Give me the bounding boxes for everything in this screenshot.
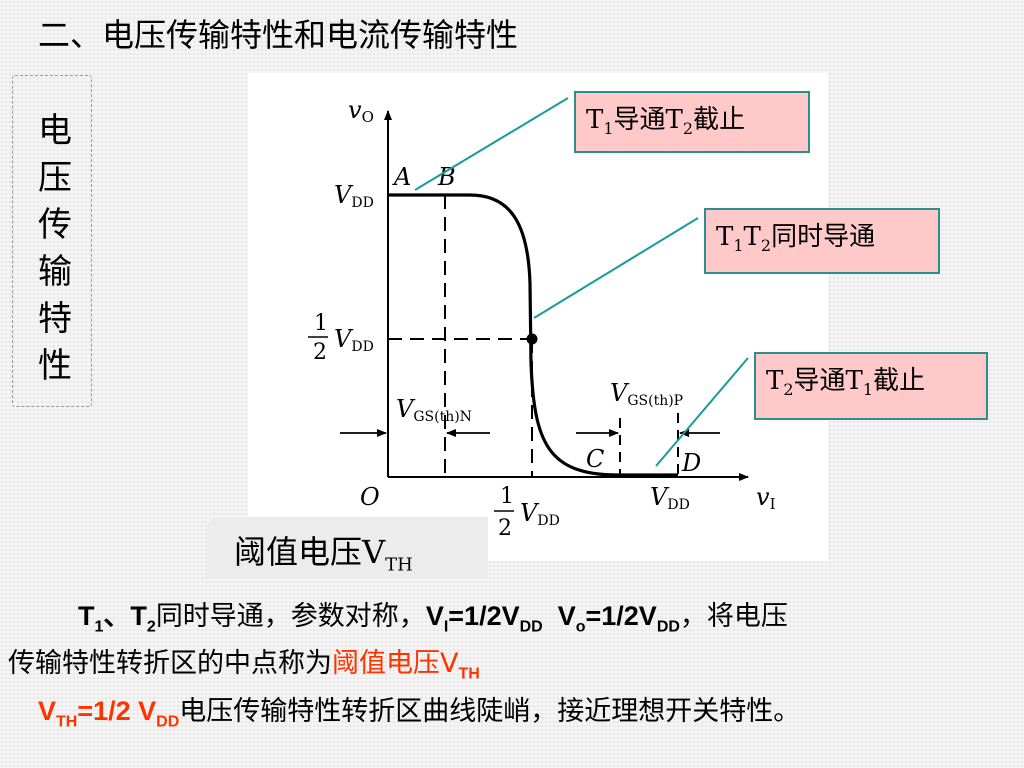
point-b-label: B: [437, 163, 456, 191]
explanation-paragraph: T1、T2同时导通，参数对称，VI=1/2VDD Vo=1/2VDD，将电压 传…: [8, 598, 1018, 740]
callout-text: T: [743, 222, 761, 252]
paragraph-subscript: DD: [519, 618, 543, 636]
callout-subscript: 1: [862, 380, 874, 400]
side-char: 压: [38, 158, 72, 198]
x-tick-half-vdd: VDD: [520, 499, 560, 529]
y-tick-half-num: 1: [314, 311, 328, 336]
y-tick-half-vdd: VDD: [334, 325, 374, 355]
point-d-label: D: [681, 449, 701, 477]
paragraph-highlight: 阈值电压V: [332, 648, 459, 680]
paragraph-text: V: [542, 601, 576, 631]
side-label: 电 压 传 输 特 性: [35, 108, 75, 390]
callout-text: 截止: [693, 105, 746, 135]
callout-text: T: [586, 105, 604, 135]
threshold-voltage-label: 阈值电压VTH: [206, 517, 488, 579]
x-tick-half-num: 1: [500, 484, 514, 509]
paragraph-subscript: 1: [94, 618, 104, 636]
paragraph-subscript: o: [575, 618, 586, 636]
callout-t2-on-t1-off: T2导通T1截止: [754, 352, 988, 420]
callout-both-on: T1T2同时导通: [704, 208, 940, 274]
paragraph-text: =1/2V: [448, 601, 520, 631]
paragraph-highlight-subscript: TH: [56, 713, 78, 731]
slide-title: 二、电压传输特性和电流传输特性: [38, 16, 519, 54]
paragraph-line-1: T1、T2同时导通，参数对称，VI=1/2VDD Vo=1/2VDD，将电压: [8, 598, 1018, 645]
callout-text: T: [766, 366, 784, 396]
threshold-text: 阈值电压V: [234, 533, 386, 571]
y-tick-vdd: VDD: [334, 181, 374, 211]
paragraph-highlight: V: [38, 695, 57, 726]
paragraph-text: 同时导通，参数对称，: [155, 601, 426, 632]
paragraph-text: =1/2V: [585, 601, 657, 631]
point-a-label: A: [392, 163, 411, 191]
y-axis-label: vO: [348, 96, 374, 126]
paragraph-text: ，将电压: [679, 601, 788, 632]
paragraph-highlight-subscript: DD: [156, 713, 180, 731]
side-char: 输: [38, 252, 72, 292]
callout-text: T: [716, 222, 734, 252]
x-tick-half-den: 2: [498, 516, 512, 541]
side-char: 性: [38, 346, 72, 386]
origin-label: O: [360, 483, 380, 511]
vth-p-label: VGS(th)P: [610, 379, 683, 409]
x-axis-label: vI: [756, 483, 776, 513]
threshold-subscript: TH: [385, 554, 413, 576]
x-tick-vdd: VDD: [650, 483, 690, 513]
y-tick-half-den: 2: [313, 340, 327, 365]
paragraph-line-3: VTH=1/2 VDD电压传输特性转折区曲线陡峭，接近理想开关特性。: [8, 693, 1018, 740]
transfer-curve: [388, 193, 678, 477]
vth-n-label: VGS(th)N: [396, 395, 472, 425]
callout-text: 同时导通: [771, 222, 876, 252]
callout-text: 导通T: [793, 366, 863, 396]
callout-text: 导通T: [613, 105, 683, 135]
paragraph-text: 传输特性转折区的中点称为: [8, 648, 332, 680]
side-char: 传: [38, 205, 72, 245]
paragraph-text: T: [78, 601, 95, 631]
paragraph-line-2: 传输特性转折区的中点称为阈值电压VTH: [8, 645, 1018, 692]
point-c-label: C: [586, 445, 604, 473]
paragraph-text: 、T: [103, 601, 147, 631]
side-label-frame: [12, 75, 92, 407]
paragraph-subscript: 2: [146, 618, 156, 636]
callout-subscript: 1: [733, 236, 744, 256]
paragraph-highlight: =1/2 V: [77, 695, 157, 726]
paragraph-subscript: DD: [656, 618, 680, 636]
side-char: 电: [38, 111, 72, 151]
paragraph-text: 电压传输特性转折区曲线陡峭，接近理想开关特性。: [179, 695, 801, 727]
paragraph-text: V: [425, 601, 444, 631]
side-char: 特: [38, 299, 72, 339]
midpoint-dot: [526, 333, 538, 345]
paragraph-subscript: I: [443, 618, 449, 636]
paragraph-highlight-subscript: TH: [458, 665, 480, 683]
callout-t1-on-t2-off: T1导通T2截止: [574, 91, 810, 153]
callout-text: 截止: [873, 366, 926, 396]
callout-subscript: 2: [682, 119, 694, 139]
callout-subscript: 2: [783, 380, 794, 400]
callout-subscript: 1: [603, 119, 614, 139]
callout-subscript: 2: [760, 236, 772, 256]
